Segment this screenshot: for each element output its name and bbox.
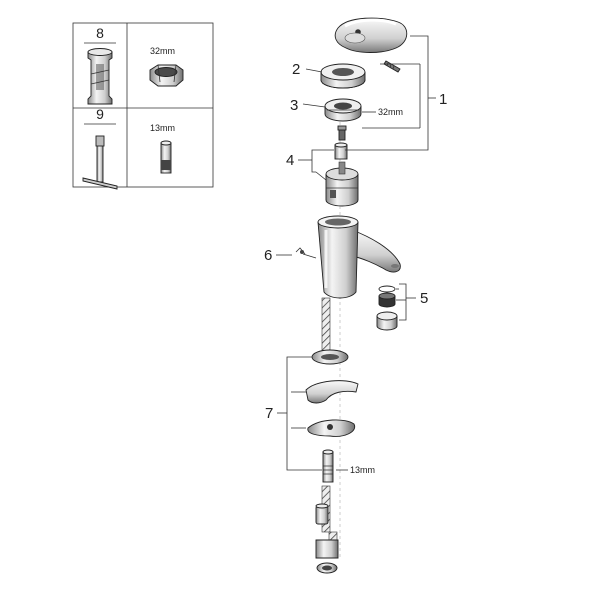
inset-number-8: 8 — [96, 25, 104, 41]
callout-5: 5 — [420, 290, 428, 307]
dimension-label-32mm: 32mm — [378, 107, 403, 117]
cartridge-spindle-screw — [337, 125, 347, 141]
base-gasket — [311, 349, 349, 365]
inset-dimension-32mm: 32mm — [150, 46, 175, 56]
aerator-washer — [378, 285, 396, 293]
special-tools-inset: 8 9 32mm 13mm — [72, 22, 214, 190]
fixing-plate — [307, 419, 356, 437]
callout-1: 1 — [439, 91, 447, 108]
t-handle-wrench-tool — [82, 135, 118, 190]
callout-3: 3 — [290, 97, 298, 114]
faucet-body — [317, 215, 401, 299]
dimension-label-13mm: 13mm — [350, 465, 375, 475]
callout-7: 7 — [265, 405, 273, 422]
socket-13mm — [160, 140, 172, 174]
cover-ring — [320, 63, 366, 89]
horseshoe-washer — [305, 380, 359, 404]
cartridge — [325, 161, 359, 207]
callout-2: 2 — [292, 61, 300, 78]
callout-6: 6 — [264, 247, 272, 264]
threaded-stud — [322, 449, 334, 483]
hose-end-nut — [315, 503, 329, 525]
threaded-ring — [324, 98, 362, 122]
lever-screw — [383, 60, 401, 73]
hex-nut-32mm — [149, 64, 184, 87]
hose-connector — [315, 539, 339, 574]
callout-4: 4 — [286, 152, 294, 169]
inset-number-9: 9 — [96, 106, 104, 122]
cartridge-adapter — [334, 142, 348, 160]
lever-handle — [334, 17, 408, 53]
pop-up-rod — [295, 247, 317, 259]
aerator-housing — [376, 311, 398, 331]
cartridge-key-tool — [87, 48, 113, 105]
aerator-insert — [378, 292, 396, 308]
inset-dimension-13mm: 13mm — [150, 123, 175, 133]
